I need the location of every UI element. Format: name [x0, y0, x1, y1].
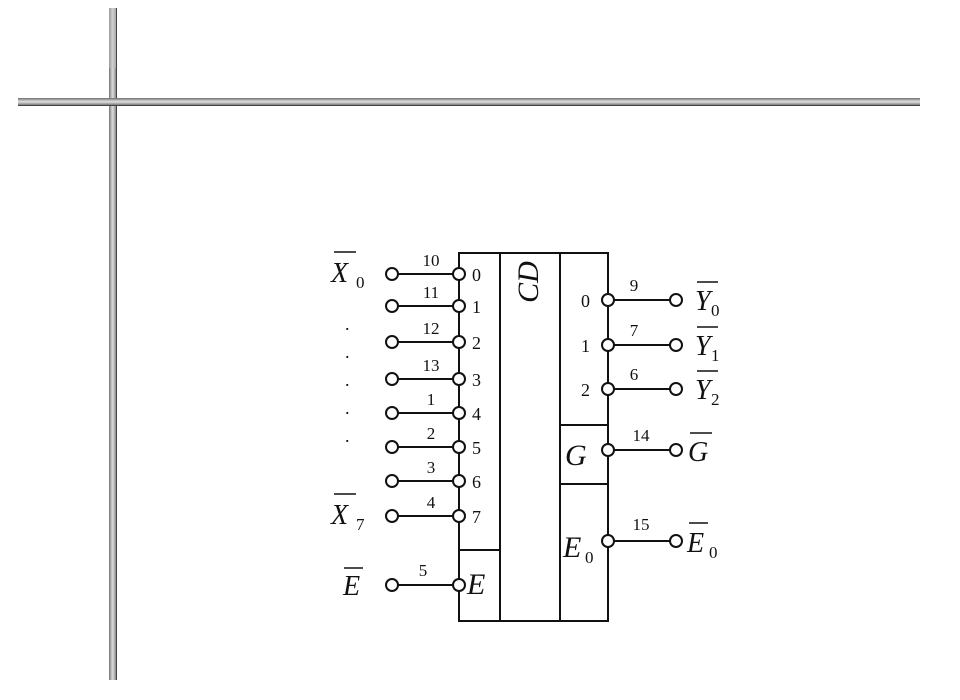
ellipsis-dots: .....	[345, 314, 350, 446]
e0-block-label: E	[562, 531, 581, 564]
output-index: 1	[581, 336, 590, 356]
output-index: 0	[581, 291, 590, 311]
input-terminal	[385, 372, 399, 386]
input-signal: X	[330, 500, 349, 531]
input-index: 0	[472, 265, 481, 285]
input-terminal	[385, 406, 399, 420]
output-pin-number: 7	[630, 321, 639, 340]
g-output-signal: G	[688, 437, 708, 468]
input-index: 3	[472, 370, 481, 390]
input-terminal	[385, 509, 399, 523]
ellipsis-dot: .	[345, 398, 350, 418]
input-row: 13 3	[385, 356, 481, 390]
input-pin-bubble	[452, 335, 466, 349]
g-block-label: G	[565, 439, 587, 472]
input-pin-bubble	[452, 474, 466, 488]
output-terminal	[669, 382, 683, 396]
enable-input: 5 E	[342, 561, 466, 602]
input-row: 14	[385, 390, 481, 424]
input-index: 4	[472, 404, 481, 424]
input-pin-number: 1	[427, 390, 436, 409]
output-terminal	[669, 293, 683, 307]
output-pin-bubble	[601, 338, 615, 352]
frame-horizontal-bar	[18, 98, 920, 105]
input-terminal	[385, 440, 399, 454]
enable-pin-number: 5	[419, 561, 428, 580]
input-row: 25	[385, 424, 481, 458]
input-signal: X	[330, 258, 349, 289]
input-pin-number: 2	[427, 424, 436, 443]
output-signal-sub: 2	[711, 390, 720, 409]
chip-body	[458, 252, 609, 622]
input-pin-number: 11	[423, 283, 439, 302]
input-pin-number: 12	[423, 319, 440, 338]
output-pin-bubble	[601, 293, 615, 307]
chip-label: CD	[512, 261, 545, 303]
output-pin-number: 9	[630, 276, 639, 295]
e0-pin-number: 15	[633, 515, 650, 534]
frame-vertical-bar	[109, 8, 116, 680]
input-row: 111	[385, 283, 481, 317]
input-pin-bubble	[452, 299, 466, 313]
input-signal-sub: 0	[356, 273, 365, 292]
input-index: 2	[472, 333, 481, 353]
output-pin-number: 6	[630, 365, 639, 384]
input-pin-bubble	[452, 372, 466, 386]
input-pin-bubble	[452, 406, 466, 420]
ellipsis-dot: .	[345, 314, 350, 334]
input-pin-number: 3	[427, 458, 436, 477]
ellipsis-dot: .	[345, 426, 350, 446]
output-signal: Y	[695, 331, 714, 362]
output-signal-sub: 1	[711, 346, 720, 365]
enable-signal: E	[342, 571, 360, 602]
g-output: 14 G	[601, 426, 712, 468]
input-index: 1	[472, 297, 481, 317]
e0-output-signal: E	[686, 528, 704, 559]
ellipsis-dot: .	[345, 370, 350, 390]
input-index: 7	[472, 507, 481, 527]
frame-vertical-bar-tip	[109, 8, 116, 68]
output-pin-bubble	[601, 382, 615, 396]
enable-block-label: E	[466, 568, 485, 601]
input-pin-number: 4	[427, 493, 436, 512]
output-signal: Y	[695, 286, 714, 317]
e0-output-sub: 0	[709, 543, 718, 562]
g-pin-number: 14	[633, 426, 651, 445]
input-terminal	[385, 474, 399, 488]
input-index: 6	[472, 472, 481, 492]
input-pin-bubble	[452, 267, 466, 281]
e0-block-sub: 0	[585, 548, 594, 567]
input-terminal	[385, 335, 399, 349]
input-pin-number: 10	[423, 251, 440, 270]
e0-output: 15 E 0	[601, 515, 718, 562]
input-pin-bubble	[452, 440, 466, 454]
output-terminal	[669, 338, 683, 352]
ellipsis-dot: .	[345, 342, 350, 362]
output-signal-sub: 0	[711, 301, 720, 320]
input-terminal	[385, 267, 399, 281]
input-signal-sub: 7	[356, 515, 365, 534]
input-index: 5	[472, 438, 481, 458]
input-pin-number: 13	[423, 356, 440, 375]
input-terminal	[385, 299, 399, 313]
output-index: 2	[581, 380, 590, 400]
input-row: 36	[385, 458, 481, 492]
input-pin-bubble	[452, 509, 466, 523]
output-signal: Y	[695, 375, 714, 406]
input-row: 12 2	[385, 319, 481, 353]
